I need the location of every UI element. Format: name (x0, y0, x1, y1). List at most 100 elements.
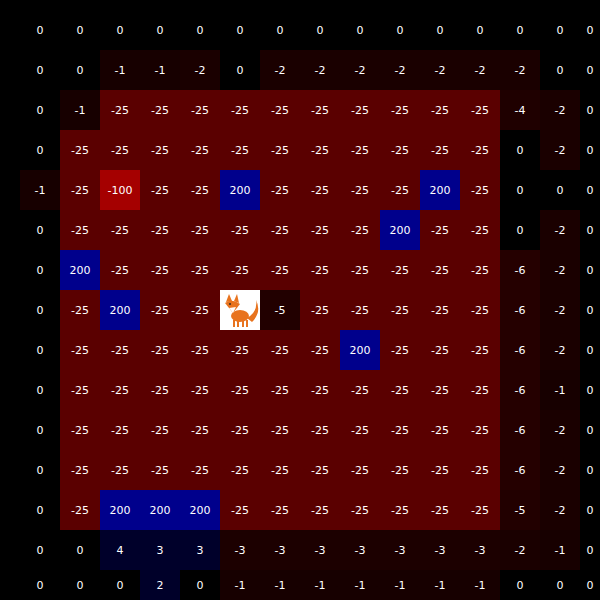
cell-value: -25 (471, 184, 489, 197)
cell-value: 0 (517, 144, 524, 157)
grid-cell: 0 (580, 50, 600, 90)
grid-cell: -25 (260, 330, 300, 370)
cell-value: -25 (471, 104, 489, 117)
grid-cell: -25 (60, 450, 100, 490)
cell-value: -25 (231, 224, 249, 237)
cell-value: 0 (397, 24, 404, 37)
fox-leg (233, 320, 235, 327)
grid-cell: -25 (460, 210, 500, 250)
grid-cell: -25 (340, 210, 380, 250)
grid-cell: 4 (100, 530, 140, 570)
grid-cell: -1 (460, 570, 500, 600)
grid-cell: -25 (180, 450, 220, 490)
cell-value: -2 (275, 64, 286, 77)
cell-value: -25 (431, 424, 449, 437)
grid-cell: -25 (180, 370, 220, 410)
grid-cell: 0 (420, 10, 460, 50)
grid-cell: -25 (260, 210, 300, 250)
cell-value: -25 (111, 144, 129, 157)
cell-value: 0 (37, 224, 44, 237)
grid-cell: 0 (580, 410, 600, 450)
cell-value: 0 (317, 24, 324, 37)
cell-value: 0 (587, 104, 594, 117)
cell-value: -25 (231, 344, 249, 357)
cell-value: -25 (431, 344, 449, 357)
cell-value: 0 (587, 544, 594, 557)
grid-cell: -2 (420, 50, 460, 90)
cell-value: -2 (515, 64, 526, 77)
cell-value: -25 (311, 144, 329, 157)
cell-value: 0 (37, 544, 44, 557)
grid-cell: -3 (460, 530, 500, 570)
grid-cell: 0 (580, 490, 600, 530)
grid-cell: -25 (100, 210, 140, 250)
grid-cell: 0 (20, 210, 60, 250)
grid-cell: -6 (500, 410, 540, 450)
grid-cell: -1 (260, 570, 300, 600)
grid-cell: -25 (140, 410, 180, 450)
grid-cell: -25 (140, 90, 180, 130)
cell-value: -25 (271, 264, 289, 277)
cell-value: 0 (157, 24, 164, 37)
grid-cell: 200 (100, 490, 140, 530)
cell-value: -25 (311, 504, 329, 517)
cell-value: -2 (555, 424, 566, 437)
cell-value: -2 (355, 64, 366, 77)
grid-cell: -25 (460, 450, 500, 490)
grid-cell: -3 (260, 530, 300, 570)
cell-value: -25 (111, 384, 129, 397)
cell-value: -25 (71, 344, 89, 357)
cell-value: -25 (151, 464, 169, 477)
grid-cell: -25 (340, 410, 380, 450)
cell-value: -25 (471, 304, 489, 317)
cell-value: -25 (231, 384, 249, 397)
grid-cell: 0 (60, 50, 100, 90)
cell-value: 0 (557, 184, 564, 197)
grid-cell: 0 (580, 530, 600, 570)
grid-cell: -25 (100, 330, 140, 370)
cell-value: 200 (390, 224, 411, 237)
cell-value: -25 (391, 144, 409, 157)
grid-cell: 0 (580, 90, 600, 130)
grid-cell: -25 (220, 210, 260, 250)
grid-cell: 0 (180, 570, 220, 600)
grid-cell: -25 (100, 90, 140, 130)
cell-value: -25 (471, 424, 489, 437)
cell-value: -2 (555, 104, 566, 117)
grid-cell: -25 (60, 490, 100, 530)
cell-value: -1 (395, 579, 406, 592)
cell-value: -3 (475, 544, 486, 557)
grid-cell: -1 (300, 570, 340, 600)
cell-value: -25 (271, 424, 289, 437)
grid-cell: -25 (460, 490, 500, 530)
cell-value: -1 (435, 579, 446, 592)
cell-value: -25 (311, 184, 329, 197)
cell-value: 0 (197, 579, 204, 592)
cell-value: -25 (391, 424, 409, 437)
grid-cell: 0 (20, 10, 60, 50)
grid-cell: -25 (420, 370, 460, 410)
grid-cell: 0 (580, 290, 600, 330)
cell-value: -3 (395, 544, 406, 557)
grid-cell: -6 (500, 450, 540, 490)
cell-value: 200 (230, 184, 251, 197)
cell-value: -25 (351, 504, 369, 517)
grid-cell: -1 (220, 570, 260, 600)
grid-cell: 200 (420, 170, 460, 210)
grid-cell: -25 (460, 370, 500, 410)
cell-value: 0 (77, 544, 84, 557)
cell-value: -25 (71, 504, 89, 517)
grid-cell: 0 (380, 10, 420, 50)
cell-value: -5 (275, 304, 286, 317)
grid-cell: -25 (380, 370, 420, 410)
cell-value: 0 (557, 24, 564, 37)
cell-value: 2 (157, 579, 164, 592)
cell-value: -25 (151, 104, 169, 117)
cell-value: 0 (587, 64, 594, 77)
grid-cell: -25 (60, 410, 100, 450)
cell-value: 0 (37, 424, 44, 437)
cell-value: -25 (231, 504, 249, 517)
grid-cell: -25 (380, 290, 420, 330)
grid-cell: -3 (420, 530, 460, 570)
cell-value: -25 (351, 464, 369, 477)
